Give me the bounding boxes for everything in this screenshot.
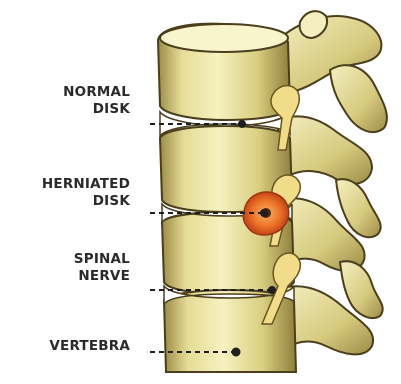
dot-vertebra — [232, 348, 241, 357]
label-normal-disk-line1: NORMAL — [63, 84, 130, 101]
label-vertebra-line1: VERTEBRA — [49, 338, 130, 355]
dot-herniated-disk — [260, 209, 268, 217]
dot-normal-disk — [238, 120, 246, 128]
label-herniated-disk: HERNIATED DISK — [42, 176, 130, 210]
label-herniated-disk-line2: DISK — [42, 193, 130, 210]
label-spinal-nerve-line2: NERVE — [74, 268, 130, 285]
label-spinal-nerve: SPINAL NERVE — [74, 251, 130, 285]
label-normal-disk: NORMAL DISK — [63, 84, 130, 118]
dot-spinal-nerve — [268, 286, 276, 294]
label-herniated-disk-line1: HERNIATED — [42, 176, 130, 193]
label-spinal-nerve-line1: SPINAL — [74, 251, 130, 268]
label-vertebra: VERTEBRA — [49, 338, 130, 355]
label-normal-disk-line2: DISK — [63, 101, 130, 118]
